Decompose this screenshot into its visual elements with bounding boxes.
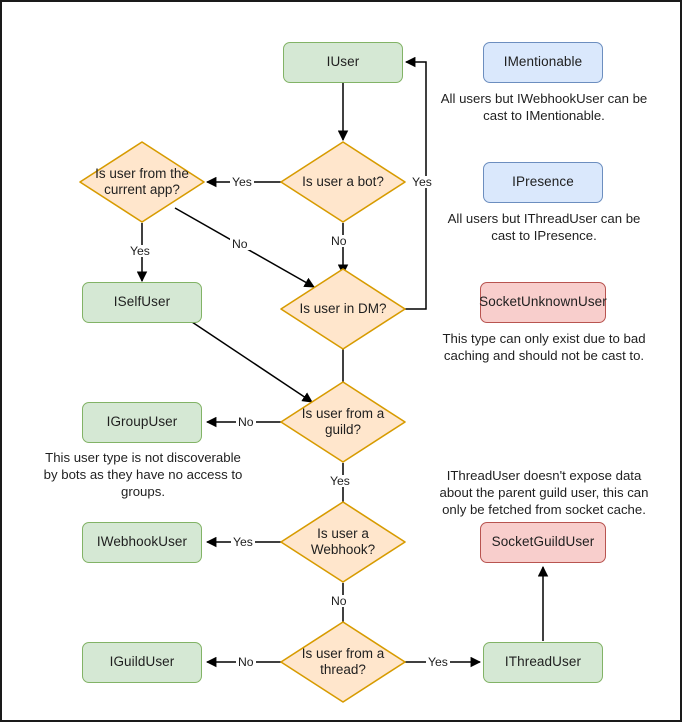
node-imentionable-label: IMentionable — [503, 54, 583, 70]
node-ipresence-label: IPresence — [512, 174, 574, 190]
node-socketguilduser[interactable]: SocketGuildUser — [480, 522, 606, 563]
node-ithreaduser-label: IThreadUser — [504, 654, 582, 670]
node-is-user-from-current-app[interactable]: Is user from the current app? — [79, 141, 205, 223]
note-ipresence: All users but IThreadUser can be cast to… — [447, 211, 641, 243]
diamond-shape — [280, 501, 406, 583]
edge-label-dm-yes: Yes — [410, 175, 434, 189]
node-is-user-a-webhook-label: Is user a Webhook? — [310, 525, 376, 557]
edge-label-app-no: No — [230, 237, 250, 251]
node-iuser-label: IUser — [326, 54, 360, 70]
edge-label-bot-no: No — [329, 234, 349, 248]
node-is-user-from-a-guild-label: Is user from a guild? — [301, 405, 385, 437]
node-iguilduser-label: IGuildUser — [109, 654, 175, 670]
node-is-user-from-a-guild[interactable]: Is user from a guild? — [280, 381, 406, 463]
edge-label-thread-yes: Yes — [426, 655, 450, 669]
node-is-user-a-webhook[interactable]: Is user a Webhook? — [280, 501, 406, 583]
node-igroupuser[interactable]: IGroupUser — [82, 402, 202, 443]
node-is-user-in-dm[interactable]: Is user in DM? — [280, 268, 406, 350]
node-is-user-from-a-thread[interactable]: Is user from a thread? — [280, 621, 406, 703]
note-imentionable: All users but IWebhookUser can be cast t… — [440, 91, 648, 123]
node-igroupuser-label: IGroupUser — [106, 414, 178, 430]
edge-label-webhook-no: No — [329, 594, 349, 608]
diamond-shape — [280, 141, 406, 223]
node-iselfuser-label: ISelfUser — [113, 294, 171, 310]
node-ipresence[interactable]: IPresence — [483, 162, 603, 203]
node-is-user-a-bot-label: Is user a bot? — [302, 173, 384, 189]
diamond-shape — [280, 621, 406, 703]
edge-label-guild-yes: Yes — [328, 474, 352, 488]
node-iwebhookuser[interactable]: IWebhookUser — [82, 522, 202, 563]
node-iwebhookuser-label: IWebhookUser — [96, 534, 188, 550]
note-socketunknownuser: This type can only exist due to bad cach… — [442, 331, 646, 363]
diamond-shape — [280, 268, 406, 350]
node-iguilduser[interactable]: IGuildUser — [82, 642, 202, 683]
node-is-user-from-a-thread-label: Is user from a thread? — [301, 645, 385, 677]
node-imentionable[interactable]: IMentionable — [483, 42, 603, 83]
node-socketunknownuser[interactable]: SocketUnknownUser — [479, 282, 607, 323]
node-iselfuser[interactable]: ISelfUser — [82, 282, 202, 323]
node-is-user-from-current-app-label: Is user from the current app? — [95, 165, 189, 197]
diamond-shape — [280, 381, 406, 463]
node-ithreaduser[interactable]: IThreadUser — [483, 642, 603, 683]
edge-label-bot-yes: Yes — [230, 175, 254, 189]
node-is-user-a-bot[interactable]: Is user a bot? — [280, 141, 406, 223]
note-igroupuser: This user type is not discoverable by bo… — [43, 450, 243, 499]
edge-label-thread-no: No — [236, 655, 256, 669]
node-iuser[interactable]: IUser — [283, 42, 403, 83]
edge-label-app-yes: Yes — [128, 244, 152, 258]
node-socketunknownuser-label: SocketUnknownUser — [479, 294, 607, 310]
edge-label-webhook-yes: Yes — [231, 535, 255, 549]
diamond-shape — [79, 141, 205, 223]
node-is-user-in-dm-label: Is user in DM? — [299, 300, 387, 316]
node-socketguilduser-label: SocketGuildUser — [491, 534, 595, 550]
edge-label-guild-no: No — [236, 415, 256, 429]
note-socketguilduser: IThreadUser doesn't expose data about th… — [439, 468, 649, 517]
